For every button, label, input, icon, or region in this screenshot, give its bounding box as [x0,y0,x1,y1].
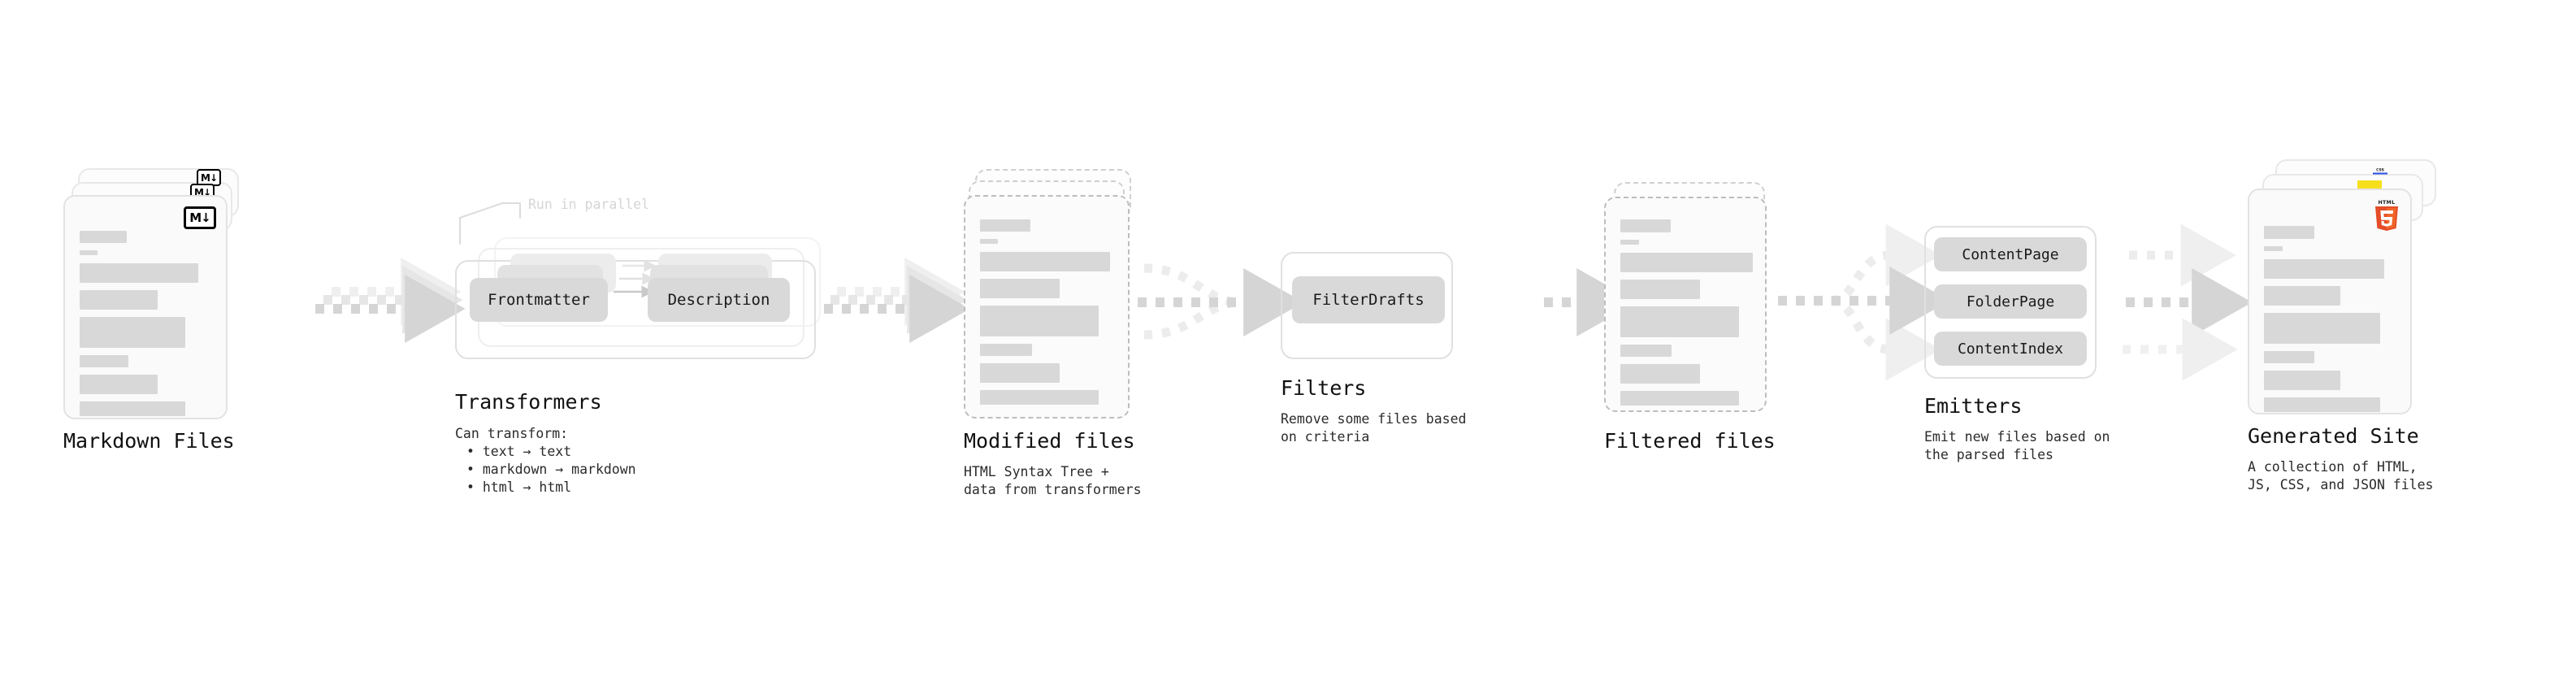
content-bar [980,252,1110,271]
content-bar [2264,226,2314,239]
content-bar [1620,219,1671,232]
content-bar [980,219,1030,232]
content-bar [80,231,127,243]
markdown-file-card: M↓ [63,195,228,419]
content-bar [2264,313,2380,344]
markdown-badge-text: M↓ [189,210,210,225]
generated-site-card-bars [2264,226,2399,419]
content-bar [80,263,198,283]
emitter-node-contentindex-label: ContentIndex [1957,340,2064,358]
modified-card-bars [980,219,1117,412]
emitter-node-folderpage[interactable]: FolderPage [1934,284,2087,319]
content-bar [1620,391,1739,406]
transformers-bullet-0: • text → text [466,444,572,459]
content-bar [1620,280,1700,299]
content-bar [980,363,1060,383]
transformers-bullet-1: • markdown → markdown [466,462,636,477]
generated-site-title: Generated Site [2248,424,2419,448]
content-bar [980,390,1099,405]
css3-badge-svg: CSS [2373,168,2387,175]
html5-badge-svg: HTML [2375,200,2398,231]
generated-site-card: HTML [2248,189,2412,414]
run-in-parallel-label: Run in parallel [528,197,650,212]
css3-badge: CSS [2370,164,2391,175]
stage-transformers: Run in parallel Frontmatter Description … [0,0,861,681]
emitter-node-contentpage[interactable]: ContentPage [1934,237,2087,271]
filter-node-filterdrafts-label: FilterDrafts [1312,291,1425,309]
markdown-badge: M↓ [184,206,216,229]
modified-files-subtitle: HTML Syntax Tree + data from transformer… [964,464,1142,497]
transformers-lead: Can transform: [455,426,569,441]
content-bar [2264,351,2314,363]
emitters-title: Emitters [1924,394,2023,418]
emitter-node-folderpage-label: FolderPage [1966,293,2055,310]
filters-groupbox [1281,252,1453,359]
content-bar [1620,345,1672,357]
content-bar [2264,397,2380,412]
transformers-bullets: Can transform: • text → text • markdown … [455,425,636,497]
content-bar [80,355,128,367]
modified-files-title: Modified files [964,429,1135,453]
content-bar [1620,240,1639,245]
stage-filtered-files: Filtered files [1604,182,1776,453]
content-bar [80,290,158,310]
transformer-node-frontmatter-label: Frontmatter [488,291,590,309]
markdown-files-title: Markdown Files [63,429,235,453]
emitters-subtitle: Emit new files based on the parsed files [1924,429,2110,462]
content-bar [2264,286,2340,306]
emitter-node-contentpage-label: ContentPage [1962,245,2059,263]
content-bar [80,317,185,348]
filter-node-filterdrafts[interactable]: FilterDrafts [1292,276,1445,323]
content-bar [980,279,1060,298]
transformers-groupbox [455,260,816,359]
content-bar [980,344,1032,356]
filtered-files-title: Filtered files [1604,429,1776,453]
markdown-badge-text-ghost-mid: M↓ [194,186,211,198]
modified-file-card [964,195,1130,419]
content-bar [980,306,1099,336]
html5-badge: HTML [2373,198,2400,231]
stage-markdown-files: M↓ M↓ M↓ Markdown Files [0,0,341,681]
transformers-bullet-2: • html → html [466,479,572,495]
markdown-badge-text-ghost-back: M↓ [201,171,218,184]
content-bar [2264,246,2283,251]
generated-site-subtitle: A collection of HTML, JS, CSS, and JSON … [2248,459,2434,492]
markdown-card-bars [80,231,215,423]
transformer-node-description[interactable]: Description [648,278,790,322]
transformer-node-frontmatter[interactable]: Frontmatter [470,278,608,322]
content-bar [1620,306,1739,337]
filtered-card-bars [1620,219,1754,413]
filters-title: Filters [1281,376,1367,400]
emitters-groupbox [1924,226,2097,379]
emitter-node-contentindex[interactable]: ContentIndex [1934,332,2087,366]
filters-subtitle: Remove some files based on criteria [1281,411,1467,445]
content-bar [1620,253,1753,272]
content-bar [2264,259,2384,279]
content-bar [80,250,98,255]
transformer-node-description-label: Description [667,291,770,309]
stage-filters: FilterDrafts Filters Remove some files b… [1281,252,1467,445]
content-bar [980,239,998,244]
content-bar [80,401,185,416]
content-bar [80,375,158,394]
content-bar [2264,371,2340,390]
svg-text:HTML: HTML [2378,200,2395,206]
content-bar [1620,364,1700,384]
transformers-title: Transformers [455,390,602,414]
stage-modified-files: Modified files HTML Syntax Tree + data f… [0,0,1219,681]
filtered-file-card [1604,197,1767,412]
stage-emitters: ContentPage FolderPage ContentIndex Emit… [1924,226,2110,462]
svg-text:CSS: CSS [2376,168,2384,173]
